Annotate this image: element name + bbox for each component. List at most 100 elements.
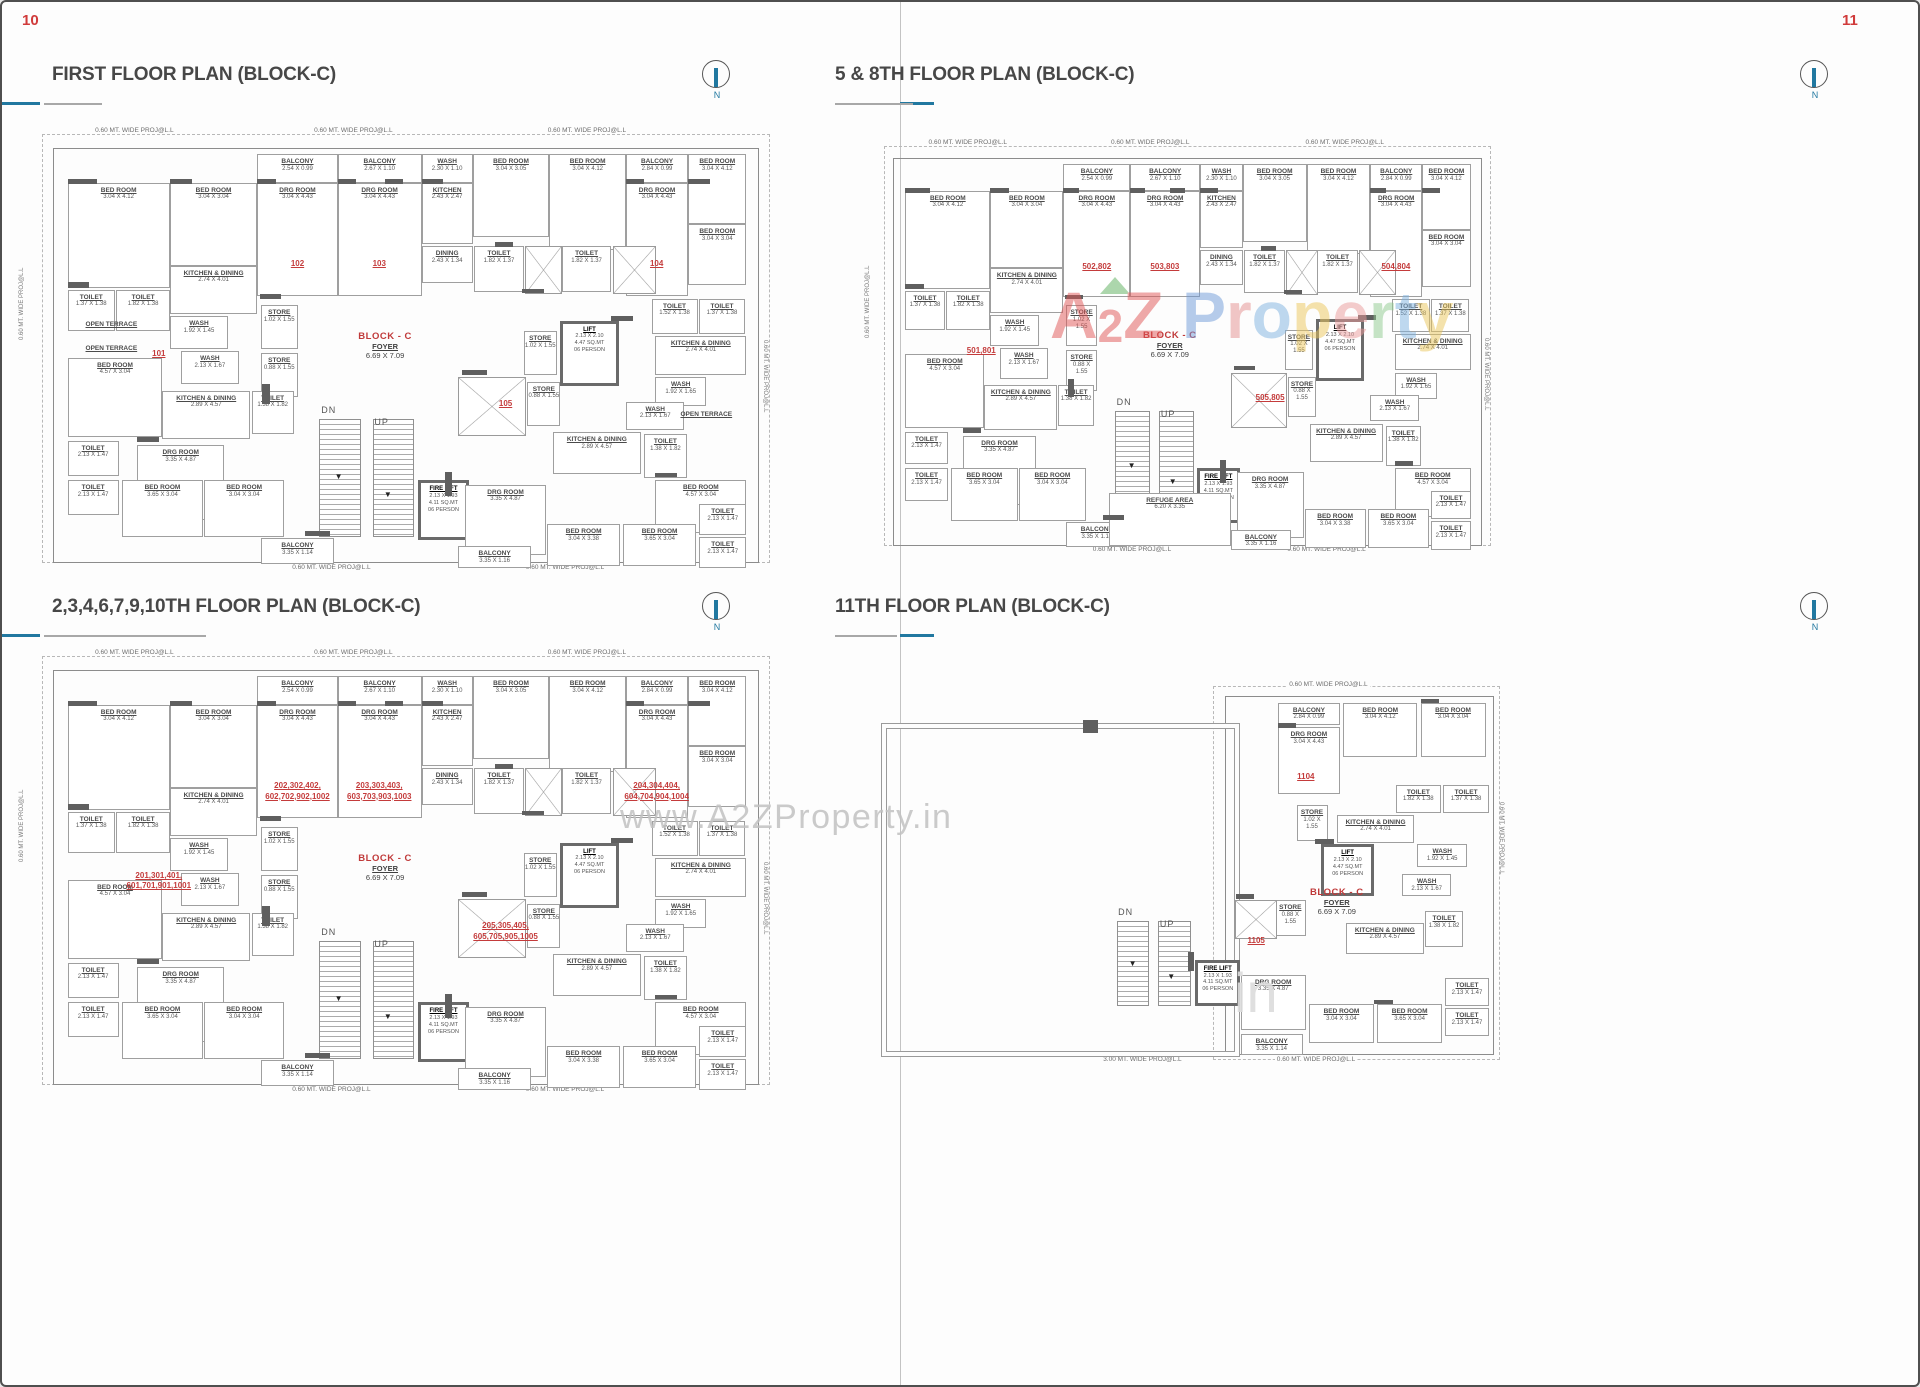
- wall-segment: [304, 1052, 331, 1059]
- lift-shaft: [458, 377, 526, 437]
- wall-segment: [257, 179, 276, 185]
- wall-segment: [1284, 289, 1303, 295]
- stair-arrow-icon: ▼: [334, 472, 343, 482]
- projection-annotation: 0.60 MT. WIDE PROJ@L.L: [18, 789, 25, 863]
- wall-segment: [67, 179, 97, 185]
- wall-segment: [1063, 187, 1079, 193]
- wall-segment: [1233, 365, 1255, 371]
- stair-flight: [1116, 920, 1150, 1007]
- unit-number: 101: [152, 349, 166, 358]
- accent-rule: [2, 102, 40, 105]
- wall-segment: [1394, 461, 1413, 466]
- accent-rule: [2, 634, 40, 637]
- wall-segment: [257, 701, 276, 707]
- lift-shaft: [458, 899, 526, 959]
- wall-segment: [1102, 515, 1125, 521]
- wall-segment: [337, 179, 356, 185]
- wall-segment: [494, 763, 513, 769]
- unit-number: 105: [498, 399, 513, 409]
- wall-segment: [655, 472, 678, 478]
- stairs-dn-label: DN: [321, 927, 337, 938]
- room-open-terrace: OPEN TERRACE: [680, 411, 733, 419]
- page-number-right: 11: [1842, 12, 1858, 29]
- unit-number: 202,302,402, 602,702,902,1002: [265, 781, 330, 801]
- wall-segment: [905, 283, 924, 289]
- lift-shaft: [612, 768, 656, 817]
- title-underline: [835, 103, 913, 105]
- wall-segment: [1277, 723, 1297, 729]
- lift-shaft: [525, 768, 563, 817]
- projection-annotation: 0.60 MT. WIDE PROJ@L.L: [523, 1085, 607, 1093]
- wall-segment: [626, 179, 645, 185]
- wall-segment: [494, 241, 513, 247]
- wall-segment: [1219, 460, 1226, 483]
- wall-segment: [1082, 719, 1099, 733]
- stair-flight: [372, 941, 415, 1060]
- stairs-dn-label: DN: [1118, 906, 1134, 917]
- plan-typical: 0.60 MT. WIDE PROJ@L.L 0.60 MT. WIDE PROJ…: [19, 648, 772, 1093]
- stairs-up-label: UP: [374, 417, 389, 428]
- unit-number: 502,802: [1082, 262, 1112, 272]
- projection-annotation: 0.60 MT. WIDE PROJ@L.L: [1108, 138, 1192, 146]
- wall-segment: [421, 179, 444, 185]
- lift-shaft: [612, 246, 656, 295]
- stair-arrow-icon: ▼: [1167, 971, 1176, 981]
- projection-annotation: 0.60 MT. WIDE PROJ@L.L: [312, 126, 395, 134]
- wall-segment: [1260, 246, 1277, 251]
- wall-segment: [262, 906, 270, 926]
- wall-segment: [905, 187, 930, 193]
- unit-number: 505,805: [1255, 392, 1285, 402]
- building-outline: [1225, 695, 1494, 1055]
- wall-segment: [67, 701, 97, 707]
- wall-segment: [259, 294, 282, 299]
- projection-annotation: 0.60 MT. WIDE PROJ@L.L: [93, 648, 176, 656]
- projection-annotation: 0.60 MT. WIDE PROJ@L.L: [545, 126, 629, 134]
